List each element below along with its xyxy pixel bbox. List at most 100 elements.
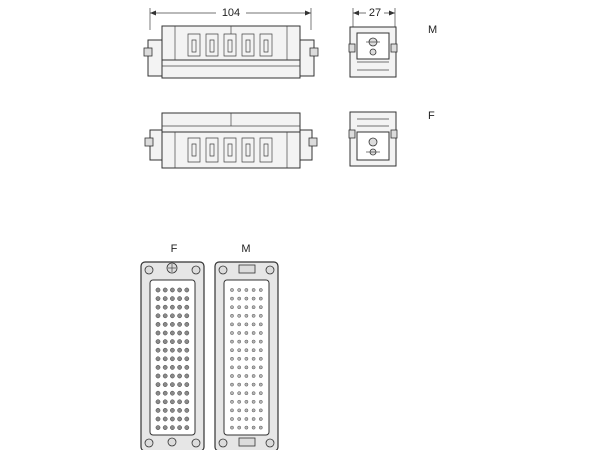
male-contact	[230, 348, 234, 353]
female-contact	[162, 356, 168, 362]
male-contact	[230, 365, 234, 370]
male-contact	[230, 408, 234, 413]
female-contact	[184, 390, 190, 396]
female-contact	[155, 416, 161, 422]
male-contact	[258, 408, 263, 413]
female-contact	[170, 373, 175, 379]
male-contact	[251, 305, 256, 310]
female-contact	[162, 373, 168, 379]
female-contact	[184, 347, 190, 353]
female-contact	[170, 425, 175, 430]
female-contact	[184, 399, 190, 405]
male-contact	[237, 391, 242, 396]
female-contact	[170, 382, 175, 387]
female-contact	[155, 365, 161, 370]
male-contact	[237, 365, 242, 370]
male-contact	[237, 348, 242, 353]
male-contact	[237, 356, 242, 361]
male-contact	[251, 313, 256, 318]
female-contact	[162, 382, 168, 387]
female-side-label: F	[428, 110, 435, 122]
male-contact	[251, 331, 256, 335]
female-contact	[184, 416, 190, 422]
male-side-label: M	[428, 24, 437, 36]
female-contact	[170, 408, 175, 413]
female-contact	[184, 425, 190, 430]
female-contact	[184, 408, 190, 413]
female-contact	[170, 313, 175, 319]
female-contact	[162, 287, 168, 293]
female-contact	[162, 399, 168, 405]
female-contact	[184, 330, 190, 336]
male-contact	[244, 322, 249, 327]
female-contact	[155, 399, 161, 405]
female-contact	[155, 408, 161, 413]
female-contact	[162, 416, 168, 422]
male-contact	[251, 382, 256, 387]
female-contact	[177, 304, 182, 310]
female-contact	[155, 373, 161, 379]
female-contact	[155, 313, 161, 319]
male-contact	[237, 322, 242, 327]
male-contact	[230, 356, 234, 361]
male-contact	[237, 417, 242, 421]
male-insert-end-view	[348, 26, 398, 78]
male-contact	[244, 374, 249, 378]
female-contact	[184, 382, 190, 387]
male-contact	[251, 365, 256, 370]
male-contact	[244, 408, 249, 413]
male-contact	[230, 322, 234, 327]
female-contact	[184, 356, 190, 362]
male-contact	[258, 399, 263, 404]
female-contact	[170, 399, 175, 405]
female-contact	[184, 304, 190, 310]
female-contact	[162, 365, 168, 370]
male-contact	[237, 399, 242, 404]
female-contact	[177, 330, 182, 336]
male-contact	[258, 339, 263, 344]
male-contact	[251, 339, 256, 344]
female-contact	[177, 425, 182, 430]
male-contact	[244, 399, 249, 404]
female-contact	[184, 365, 190, 370]
male-face-label: M	[241, 243, 250, 255]
male-contact	[244, 365, 249, 370]
female-contact	[177, 373, 182, 379]
male-contact	[230, 374, 234, 378]
male-contact	[244, 339, 249, 344]
female-face-label: F	[171, 243, 178, 255]
female-contact	[177, 382, 182, 387]
male-contact	[251, 296, 256, 301]
male-contact	[258, 417, 263, 421]
female-contact	[177, 399, 182, 405]
female-contact	[177, 287, 182, 293]
male-insert-side-view	[143, 25, 319, 79]
male-contact	[237, 408, 242, 413]
male-contact	[244, 305, 249, 310]
male-contact	[258, 425, 263, 430]
female-contact	[155, 339, 161, 344]
female-contact	[177, 322, 182, 327]
female-contact	[162, 330, 168, 336]
dimension-width-label: 27	[369, 7, 381, 19]
female-contact	[155, 356, 161, 362]
male-contact	[244, 331, 249, 335]
male-contact	[244, 288, 249, 292]
female-contact	[177, 408, 182, 413]
female-contact	[177, 296, 182, 301]
male-contact	[230, 391, 234, 396]
female-contact	[155, 296, 161, 301]
female-contact	[170, 296, 175, 301]
male-contact	[230, 382, 234, 387]
male-contact	[237, 339, 242, 344]
female-contact	[177, 313, 182, 319]
male-contact	[251, 391, 256, 396]
male-contact	[244, 348, 249, 353]
male-contact	[258, 382, 263, 387]
male-contact	[251, 408, 256, 413]
male-contact	[244, 296, 249, 301]
male-contact	[244, 417, 249, 421]
female-contact	[155, 390, 161, 396]
male-contact	[251, 322, 256, 327]
female-contact	[155, 330, 161, 336]
